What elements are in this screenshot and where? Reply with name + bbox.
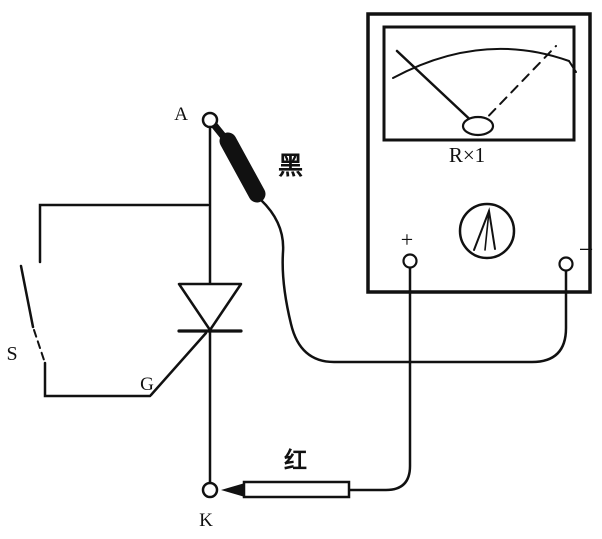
dial-pointer-line bbox=[484, 210, 490, 251]
gate-lead bbox=[149, 331, 208, 397]
minus-label: − bbox=[579, 235, 594, 264]
gate-circuit-top-wire bbox=[38, 203, 210, 264]
cathode-terminal bbox=[201, 481, 219, 499]
gate-switch-circuit bbox=[19, 203, 210, 398]
meter-needle-dashed bbox=[477, 45, 557, 128]
switch-blade bbox=[19, 264, 35, 329]
meter-pivot bbox=[461, 115, 495, 137]
minus-terminal-wire bbox=[259, 198, 568, 364]
meter-scale-end-tick bbox=[568, 60, 577, 73]
meter-leads bbox=[259, 198, 568, 492]
red-probe-tip bbox=[221, 483, 245, 497]
plus-terminal bbox=[402, 253, 418, 269]
gate-label: G bbox=[140, 374, 154, 395]
anode-terminal bbox=[201, 111, 219, 129]
plus-label: + bbox=[401, 227, 413, 252]
black-probe bbox=[211, 122, 266, 203]
red-probe-label: 红 bbox=[284, 447, 307, 474]
anode-label: A bbox=[174, 104, 188, 125]
thyristor-triangle bbox=[177, 282, 243, 332]
meter-needle bbox=[395, 49, 480, 129]
multimeter: R×1 + − bbox=[366, 12, 594, 294]
red-probe bbox=[221, 480, 351, 499]
black-probe-body bbox=[219, 132, 266, 203]
minus-terminal bbox=[558, 256, 574, 272]
range-label: R×1 bbox=[449, 143, 485, 167]
red-probe-body bbox=[242, 480, 351, 499]
switch-label: S bbox=[6, 343, 17, 365]
plus-terminal-wire bbox=[347, 266, 412, 492]
black-probe-label: 黑 bbox=[278, 151, 303, 180]
switch-blade-dashed bbox=[33, 329, 46, 364]
gate-circuit-bottom-wire bbox=[43, 361, 152, 398]
diagram-labels: A 黑 红 G S K bbox=[6, 104, 307, 531]
cathode-label: K bbox=[199, 510, 213, 531]
thyristor bbox=[149, 111, 243, 499]
